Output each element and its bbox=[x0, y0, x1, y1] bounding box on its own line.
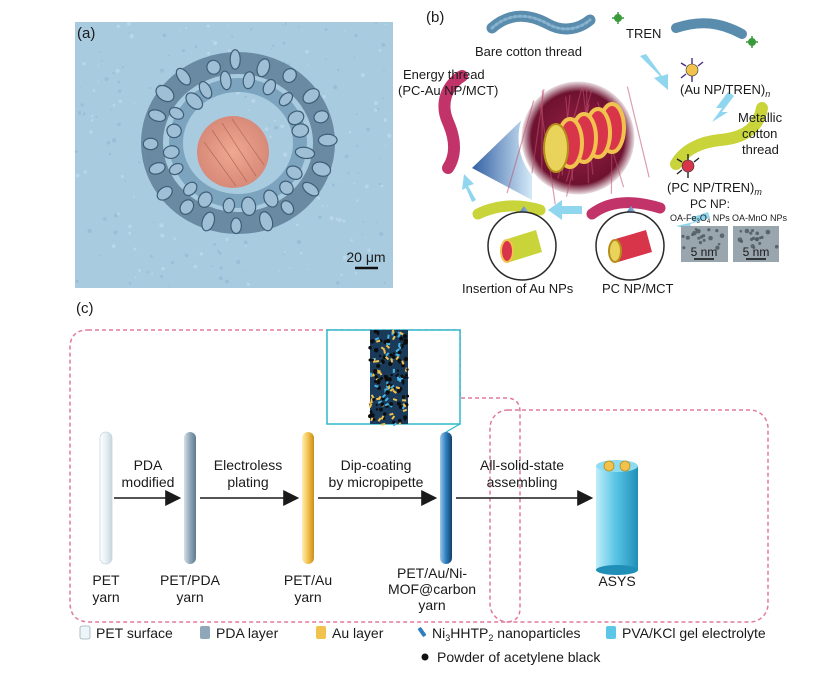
pc-np-mct-label: PC NP/MCT bbox=[602, 281, 674, 296]
metallic-cotton-thread bbox=[670, 102, 768, 170]
panel-a-label: (a) bbox=[77, 25, 95, 42]
legend-pva: PVA/KCl gel electrolyte bbox=[622, 625, 766, 641]
tren-molecule-icon-2 bbox=[746, 36, 758, 48]
pc-np-mct-cylinder bbox=[608, 230, 652, 263]
legend-acetylene: Powder of acetylene black bbox=[437, 649, 601, 665]
step-dip-2: by micropipette bbox=[329, 474, 424, 490]
mof-inset-particles bbox=[368, 329, 410, 427]
panel-b: (b) Bare cotton thread TREN (Au NP/TRE bbox=[398, 9, 788, 296]
process-arrow-2 bbox=[712, 92, 734, 122]
legend-swatch-pda bbox=[200, 626, 210, 639]
fiber-cells bbox=[142, 49, 338, 235]
multilayer-thread bbox=[543, 102, 626, 173]
yarn-pet-1: PET bbox=[92, 572, 120, 588]
step-pda-2: modified bbox=[122, 474, 175, 490]
scale-bar-label: 20 μm bbox=[346, 249, 385, 265]
bare-cotton-label: Bare cotton thread bbox=[475, 44, 582, 59]
yarn-mof-2: MOF@carbon bbox=[388, 581, 476, 597]
panel-b-label: (b) bbox=[426, 9, 444, 26]
cross-section-ring bbox=[141, 49, 338, 235]
yarn-au-1: PET/Au bbox=[284, 572, 332, 588]
step-assemble-2: assembling bbox=[487, 474, 558, 490]
pc-np-tren-icon bbox=[676, 154, 700, 178]
tren-coated-thread bbox=[671, 18, 747, 39]
legend-swatch-pet bbox=[79, 625, 91, 640]
magnifier-cone bbox=[472, 110, 532, 200]
legend-ni: Ni3HHTP2 nanoparticles bbox=[432, 625, 581, 643]
oa-fe-label: OA-Fe3O4 NPs bbox=[670, 213, 730, 225]
tren-molecule-icon bbox=[612, 12, 624, 24]
asys-label: ASYS bbox=[598, 573, 635, 589]
step-dip-1: Dip-coating bbox=[341, 457, 412, 473]
metallic-label-1: Metallic bbox=[738, 110, 783, 125]
insertion-cylinder bbox=[500, 230, 542, 263]
tren-label: TREN bbox=[626, 26, 661, 41]
legend-swatch-acetylene bbox=[421, 653, 429, 661]
step-assemble-1: All-solid-state bbox=[480, 457, 564, 473]
panel-a: (a) 20 μm bbox=[74, 21, 393, 288]
pet-yarn bbox=[99, 431, 113, 565]
legend: PET surface PDA layer Au layer Ni3HHTP2 … bbox=[79, 625, 766, 665]
legend-au: Au layer bbox=[332, 625, 384, 641]
insertion-label: Insertion of Au NPs bbox=[462, 281, 574, 296]
pet-au-mof-yarn bbox=[440, 432, 452, 564]
process-arrow-5 bbox=[462, 174, 476, 202]
legend-swatch-au bbox=[316, 626, 326, 639]
asys-device bbox=[596, 460, 638, 575]
tem-scale-2: 5 nm bbox=[743, 245, 770, 259]
tem-particles bbox=[681, 228, 779, 250]
au-np-tren-icon bbox=[680, 58, 704, 82]
yarn-pda-1: PET/PDA bbox=[160, 572, 221, 588]
pet-au-yarn bbox=[302, 432, 314, 564]
assembly-container bbox=[489, 409, 769, 623]
legend-swatch-ni bbox=[417, 627, 427, 637]
pc-np-mct-thread bbox=[586, 197, 666, 220]
oa-mno-label: OA-MnO NPs bbox=[732, 213, 788, 223]
core-fibers bbox=[203, 118, 265, 187]
metallic-label-3: thread bbox=[742, 142, 779, 157]
process-arrow-4 bbox=[548, 200, 582, 220]
energy-label-2: (PC-Au NP/MCT) bbox=[398, 83, 498, 98]
pet-core bbox=[197, 116, 269, 188]
yarn-pda-2: yarn bbox=[176, 589, 203, 605]
energy-label-1: Energy thread bbox=[403, 67, 485, 82]
panel-c: (c) PDA modified Electroles bbox=[69, 300, 769, 623]
yarn-mof-3: yarn bbox=[418, 597, 445, 613]
legend-swatch-pva bbox=[606, 626, 616, 639]
step-electroless-2: plating bbox=[227, 474, 268, 490]
panel-c-label: (c) bbox=[76, 300, 94, 317]
process-arrow-3 bbox=[676, 212, 710, 230]
step-electroless-1: Electroless bbox=[214, 457, 282, 473]
yarn-mof-1: PET/Au/Ni- bbox=[397, 565, 467, 581]
insertion-thread bbox=[472, 200, 546, 220]
legend-pet: PET surface bbox=[96, 625, 173, 641]
yarn-au-2: yarn bbox=[294, 589, 321, 605]
au-np-tren-label: (Au NP/TREN)n bbox=[680, 82, 770, 99]
step-pda-1: PDA bbox=[134, 457, 163, 473]
metallic-label-2: cotton bbox=[742, 126, 777, 141]
process-arrow-1 bbox=[640, 54, 668, 90]
pet-pda-yarn bbox=[184, 432, 196, 564]
energy-thread bbox=[438, 70, 468, 174]
yarn-pet-2: yarn bbox=[92, 589, 119, 605]
pc-np-label: PC NP: bbox=[690, 197, 730, 211]
tem-scale-1: 5 nm bbox=[691, 245, 718, 259]
legend-pda: PDA layer bbox=[216, 625, 279, 641]
pc-np-tren-label: (PC NP/TREN)m bbox=[667, 180, 762, 197]
